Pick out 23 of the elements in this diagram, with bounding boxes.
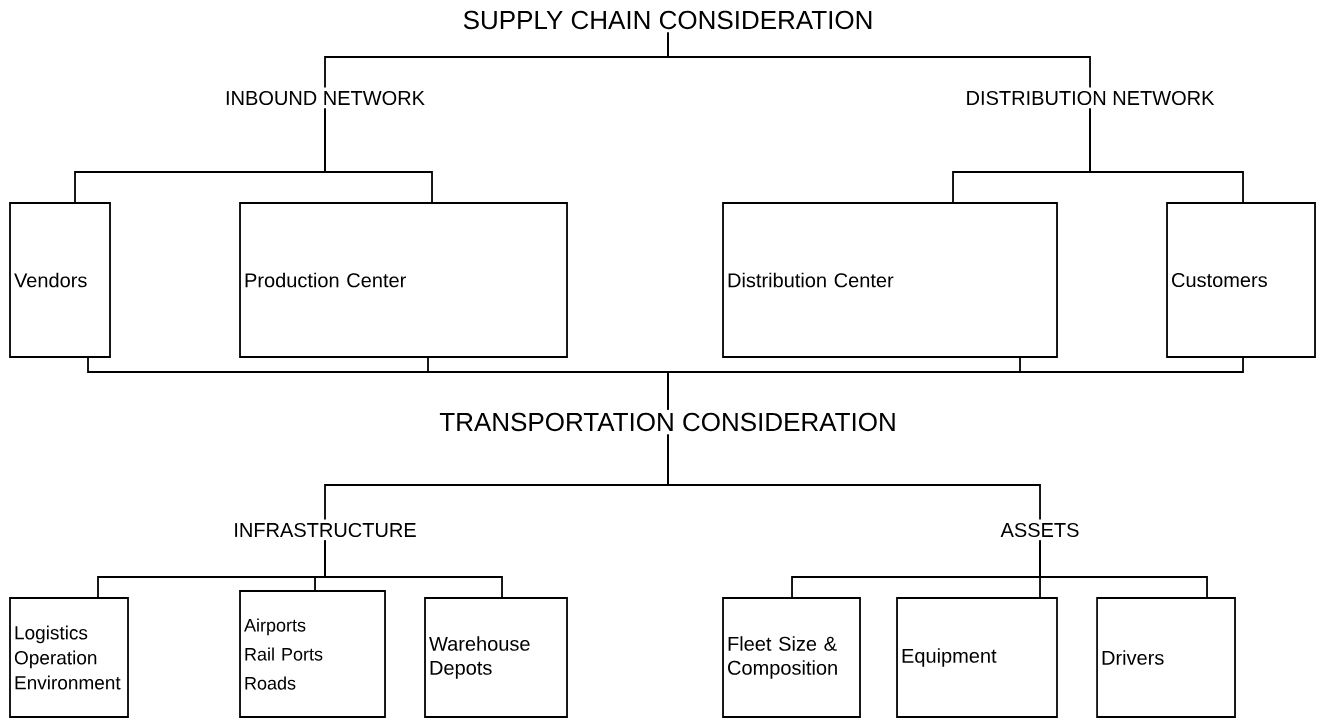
category-box: Vendors	[9, 202, 111, 358]
connector-line	[667, 356, 1244, 411]
heading-text: TRANSPORTATION CONSIDERATION	[439, 412, 895, 432]
connector-line	[667, 433, 1041, 521]
heading-text: INFRASTRUCTURE	[235, 522, 416, 538]
category-box: Airports Rail Ports Roads	[239, 590, 386, 718]
heading-text: SUPPLY CHAIN CONSIDERATION	[463, 10, 872, 30]
category-box: Equipment	[896, 597, 1058, 718]
category-box: Logistics Operation Environment	[9, 597, 129, 718]
category-box: Customers	[1166, 202, 1316, 358]
category-box: Distribution Center	[722, 202, 1058, 358]
heading-text: ASSETS	[1000, 522, 1079, 538]
heading-text: INBOUND NETWORK	[226, 90, 425, 106]
connector-line	[324, 107, 433, 204]
heading-text: DISTRIBUTION NETWORK	[967, 90, 1215, 106]
category-box: Warehouse Depots	[424, 597, 568, 718]
connector-line	[667, 31, 1091, 89]
connector-line	[1089, 107, 1244, 204]
connector-line	[324, 539, 503, 599]
connector-line	[1039, 539, 1208, 599]
category-box: Drivers	[1096, 597, 1236, 718]
category-box: Production Center	[239, 202, 568, 358]
category-box: Fleet Size & Composition	[722, 597, 861, 718]
